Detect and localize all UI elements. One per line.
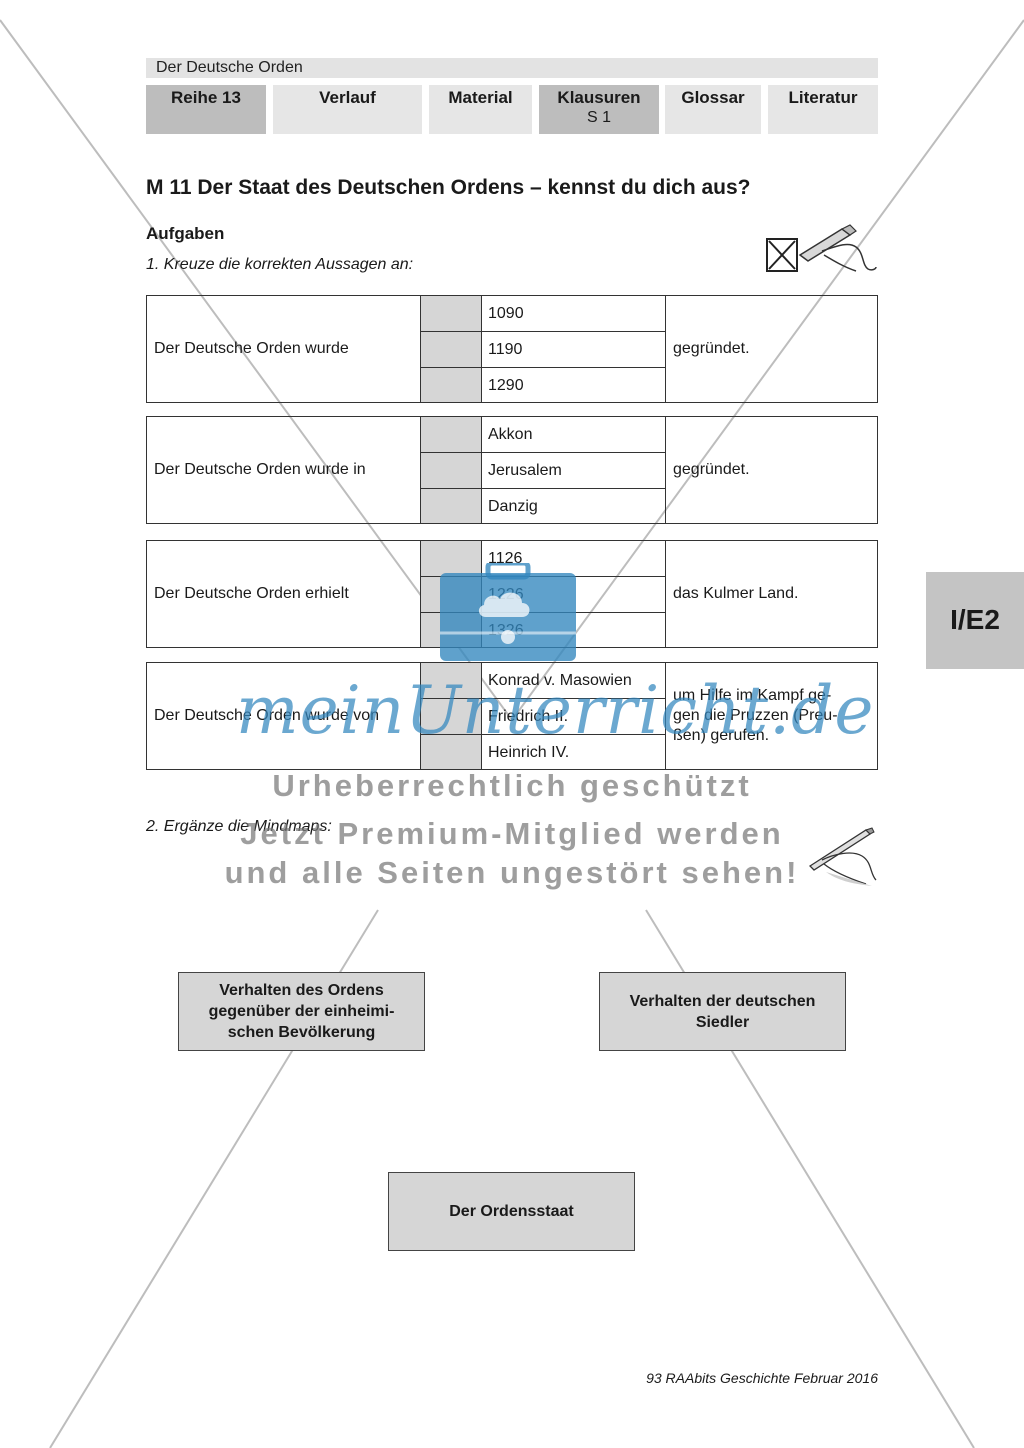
worksheet-title: M 11 Der Staat des Deutschen Ordens – ke… xyxy=(146,176,751,199)
tasks-heading: Aufgaben xyxy=(146,224,225,243)
answer-checkbox[interactable] xyxy=(420,453,482,489)
tab-reihe[interactable]: Reihe 13 xyxy=(146,85,266,134)
watermark-copyright: Urheberrechtlich geschützt xyxy=(272,768,752,803)
answer-checkbox[interactable] xyxy=(420,489,482,525)
answer-checkbox[interactable] xyxy=(420,332,482,368)
quiz-option: 1190 xyxy=(488,341,523,358)
quiz-option: 1290 xyxy=(488,377,524,394)
tab-label: Klausuren xyxy=(557,88,641,107)
mindmap-ordensstaat: Der Ordensstaat xyxy=(388,1172,635,1251)
quiz-statement: Der Deutsche Orden wurde xyxy=(154,340,349,357)
quiz-ending: das Kulmer Land. xyxy=(673,585,799,602)
tab-label: Material xyxy=(448,88,513,107)
watermark-brand: meinUnterricht.de xyxy=(236,672,875,749)
watermark-unlock: und alle Seiten ungestört sehen! xyxy=(224,855,800,890)
quiz-statement: Der Deutsche Orden wurde von xyxy=(154,707,379,724)
answer-checkbox[interactable] xyxy=(420,368,482,404)
option-column xyxy=(482,541,666,647)
document-title-bar: Der Deutsche Orden xyxy=(146,58,878,78)
option-column xyxy=(482,663,666,769)
tab-label: Literatur xyxy=(788,88,858,107)
tab-klausuren[interactable]: Klausuren S 1 xyxy=(539,85,659,134)
tab-sublabel: S 1 xyxy=(586,109,611,126)
tab-label: Glossar xyxy=(681,88,745,107)
tab-label: Verlauf xyxy=(319,88,376,107)
document-title: Der Deutsche Orden xyxy=(156,59,303,76)
checkbox-column xyxy=(420,663,482,769)
footer-source: 93 RAAbits Geschichte Februar 2016 xyxy=(646,1370,878,1386)
answer-checkbox[interactable] xyxy=(420,296,482,332)
tab-literatur[interactable]: Literatur xyxy=(768,85,878,134)
tab-verlauf[interactable]: Verlauf xyxy=(273,85,422,134)
task-1-instruction: 1. Kreuze die korrekten Aussagen an: xyxy=(146,256,414,273)
mindmap-behavior-order: Verhalten des Ordens gegenüber der einhe… xyxy=(178,972,425,1051)
quiz-statement: Der Deutsche Orden erhielt xyxy=(154,585,349,602)
quiz-statement: Der Deutsche Orden wurde in xyxy=(154,461,366,478)
quiz-table-called-by: Der Deutsche Orden wurde von Konrad v. M… xyxy=(146,662,878,770)
briefcase-cloud-icon xyxy=(440,563,576,661)
pen-writing-icon xyxy=(808,827,877,886)
quiz-ending: um Hilfe im Kampf ge- gen die Pruzzen (P… xyxy=(673,687,838,744)
watermark-premium: Jetzt Premium-Mitglied werden xyxy=(240,816,784,851)
quiz-table-founding-year: Der Deutsche Orden wurde 1090 1190 1290 … xyxy=(146,295,878,403)
quiz-option: Heinrich IV. xyxy=(488,744,570,761)
quiz-option: Jerusalem xyxy=(488,462,562,479)
tab-glossar[interactable]: Glossar xyxy=(665,85,761,134)
tab-label: Reihe 13 xyxy=(171,88,241,107)
option-column xyxy=(482,296,666,402)
quiz-ending: gegründet. xyxy=(673,461,750,478)
quiz-option: 1090 xyxy=(488,305,524,322)
checkbox-column xyxy=(420,296,482,402)
tab-material[interactable]: Material xyxy=(429,85,532,134)
quiz-option: Akkon xyxy=(488,426,533,443)
quiz-option: Danzig xyxy=(488,498,538,515)
checkbox-pen-icon xyxy=(766,224,877,272)
quiz-table-founding-place: Der Deutsche Orden wurde in Akkon Jerusa… xyxy=(146,416,878,524)
option-column xyxy=(482,417,666,523)
quiz-option: Konrad v. Masowien xyxy=(488,672,632,689)
quiz-option: Friedrich II. xyxy=(488,708,569,725)
section-tab: I/E2 xyxy=(926,572,1024,669)
checkbox-column xyxy=(420,417,482,523)
answer-checkbox[interactable] xyxy=(420,417,482,453)
mindmap-behavior-settlers: Verhalten der deutschen Siedler xyxy=(599,972,846,1051)
quiz-ending: gegründet. xyxy=(673,340,750,357)
section-code: I/E2 xyxy=(950,604,1000,635)
task-2-instruction: 2. Ergänze die Mindmaps: xyxy=(146,818,332,835)
